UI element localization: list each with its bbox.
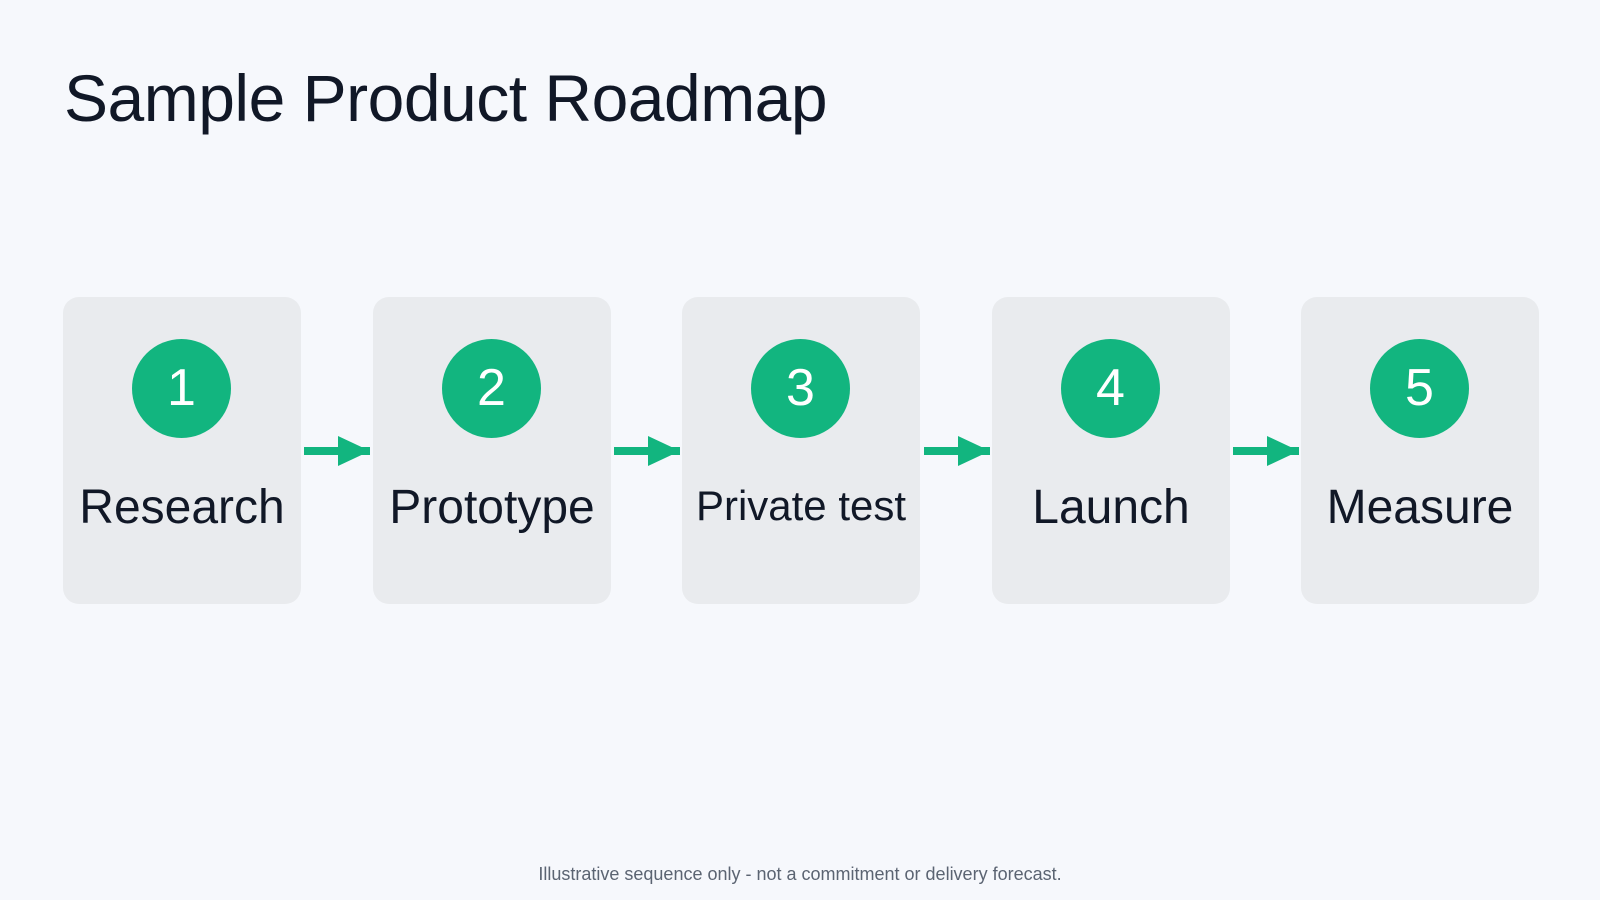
arrow-right-icon [1233, 436, 1299, 466]
step-label: Measure [1326, 481, 1514, 534]
step-card-launch: 4 Launch [992, 297, 1230, 604]
step-label: Research [79, 481, 285, 534]
footnote: Illustrative sequence only - not a commi… [538, 864, 1062, 884]
slide-title: Sample Product Roadmap [64, 61, 828, 135]
step-card-measure: 5 Measure [1301, 297, 1539, 604]
step-label: Private test [695, 482, 907, 529]
step-label: Launch [1032, 481, 1190, 534]
step-number-badge: 1 [132, 339, 231, 438]
arrow-right-icon [924, 436, 990, 466]
step-card-private-test: 3 Private test [682, 297, 920, 604]
step-number-badge: 5 [1370, 339, 1469, 438]
step-card-prototype: 2 Prototype [373, 297, 611, 604]
step-number-badge: 4 [1061, 339, 1160, 438]
step-label: Prototype [389, 481, 595, 534]
step-number-badge: 2 [442, 339, 541, 438]
step-number-badge: 3 [751, 339, 850, 438]
arrow-right-icon [304, 436, 370, 466]
arrow-right-icon [614, 436, 680, 466]
step-card-research: 1 Research [63, 297, 301, 604]
